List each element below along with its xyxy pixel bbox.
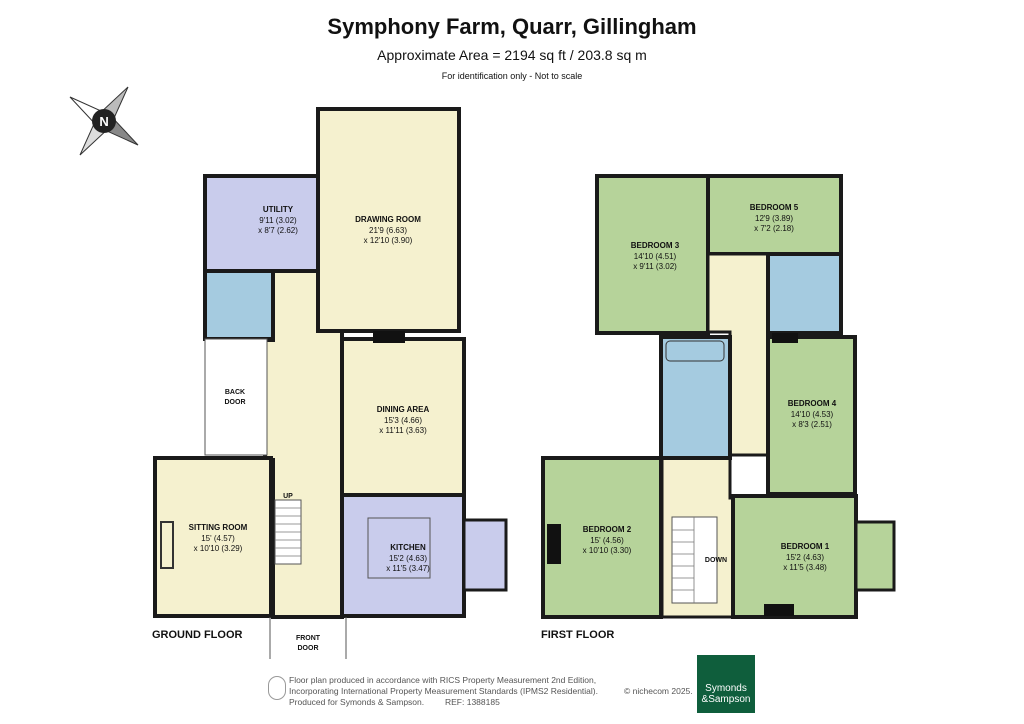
- kitchen-island: [367, 517, 431, 579]
- drawing-room: [316, 107, 461, 333]
- utility-dim2: x 8'7 (2.62): [258, 226, 298, 235]
- bedroom-1-bay-window: [854, 520, 896, 592]
- bedroom-5: [706, 174, 843, 256]
- bedroom-2-chimney: [547, 524, 561, 564]
- logo-line-2: &Sampson: [701, 694, 751, 705]
- sitting-room-dim2: x 10'10 (3.29): [194, 544, 243, 553]
- bedroom-4-name: BEDROOM 4: [788, 399, 837, 408]
- drawing-room-dim2: x 12'10 (3.90): [364, 236, 413, 245]
- dining-area-dim2: x 11'11 (3.63): [379, 426, 427, 435]
- first-floor-stairs-label: DOWN: [705, 557, 727, 564]
- sitting-room-dim1: 15' (4.57): [201, 534, 235, 543]
- sitting-room-fireplace: [160, 521, 174, 569]
- drawing-room-fireplace: [373, 331, 405, 343]
- bedroom-4-chimney: [772, 333, 798, 343]
- back-door-label-2: DOOR: [225, 399, 246, 406]
- bedroom-1-dim1: 15'2 (4.63): [786, 553, 824, 562]
- sitting-room-name: SITTING ROOM: [189, 523, 248, 532]
- ground-floor-label: GROUND FLOOR: [152, 629, 242, 641]
- bedroom-5-dim1: 12'9 (3.89): [755, 214, 793, 223]
- utility-dim1: 9'11 (3.02): [259, 216, 297, 225]
- accessibility-person-icon: [268, 676, 286, 700]
- compass-icon: N: [69, 86, 139, 156]
- kitchen-dim2: x 11'5 (3.47): [386, 564, 430, 573]
- front-door-label-2: DOOR: [298, 645, 319, 652]
- approximate-area: Approximate Area = 2194 sq ft / 203.8 sq…: [377, 47, 647, 63]
- first-floor-stairs: [671, 516, 718, 604]
- bedroom-2-dim1: 15' (4.56): [590, 536, 624, 545]
- dining-area-name: DINING AREA: [377, 405, 430, 414]
- bedroom-2-name: BEDROOM 2: [583, 525, 632, 534]
- back-door-porch: [204, 338, 268, 456]
- ground-floor-plan: GROUND FLOOR UTILITY 9'11 (3.02) x 8'7 (…: [152, 107, 508, 659]
- first-floor-shower-room: [766, 252, 843, 335]
- dining-area-dim1: 15'3 (4.66): [384, 416, 422, 425]
- bedroom-1-chimney: [764, 604, 794, 616]
- bedroom-3-dim2: x 9'11 (3.02): [633, 262, 677, 271]
- drawing-room-name: DRAWING ROOM: [355, 215, 421, 224]
- kitchen-dim1: 15'2 (4.63): [389, 554, 427, 563]
- bedroom-1-dim2: x 11'5 (3.48): [783, 563, 827, 572]
- first-floor-label: FIRST FLOOR: [541, 629, 614, 641]
- kitchen-bay-window: [462, 518, 508, 592]
- bedroom-3-dim1: 14'10 (4.51): [634, 252, 677, 261]
- front-door-label-1: FRONT: [296, 635, 321, 642]
- bedroom-5-dim2: x 7'2 (2.18): [754, 224, 794, 233]
- bedroom-3-name: BEDROOM 3: [631, 241, 680, 250]
- compass-north-label: N: [99, 114, 108, 129]
- ground-stairs-label: UP: [283, 493, 293, 500]
- bedroom-4-dim1: 14'10 (4.53): [791, 410, 834, 419]
- bedroom-4: [766, 335, 857, 496]
- back-door-label-1: BACK: [225, 389, 245, 396]
- drawing-room-dim1: 21'9 (6.63): [369, 226, 407, 235]
- footer-reference: REF: 1388185: [445, 697, 500, 707]
- bedroom-2: [541, 456, 663, 619]
- identification-note: For identification only - Not to scale: [441, 71, 583, 81]
- utility-name: UTILITY: [263, 205, 294, 214]
- sitting-room: [153, 456, 273, 618]
- first-floor-plan: FIRST FLOOR BEDROOM 3 14'10 (4.51) x 9'1…: [541, 174, 896, 641]
- ground-wc: [203, 269, 275, 341]
- symonds-sampson-logo: Symonds &Sampson: [697, 655, 755, 713]
- logo-line-1: Symonds: [705, 683, 747, 694]
- footer-line-3: Produced for Symonds & Sampson.: [289, 697, 425, 707]
- plan-title: Symphony Farm, Quarr, Gillingham: [327, 14, 697, 39]
- bathtub: [665, 340, 725, 362]
- bedroom-4-dim2: x 8'3 (2.51): [792, 420, 832, 429]
- bedroom-1-name: BEDROOM 1: [781, 542, 830, 551]
- footer-line-2: Incorporating International Property Mea…: [289, 686, 598, 696]
- bedroom-2-dim2: x 10'10 (3.30): [583, 546, 632, 555]
- footer-disclaimer: Floor plan produced in accordance with R…: [289, 675, 598, 708]
- ground-stairs: [274, 499, 302, 565]
- kitchen-name: KITCHEN: [390, 543, 426, 552]
- footer-line-1: Floor plan produced in accordance with R…: [289, 675, 597, 685]
- bedroom-5-name: BEDROOM 5: [750, 203, 799, 212]
- footer-copyright: © nichecom 2025.: [624, 686, 693, 696]
